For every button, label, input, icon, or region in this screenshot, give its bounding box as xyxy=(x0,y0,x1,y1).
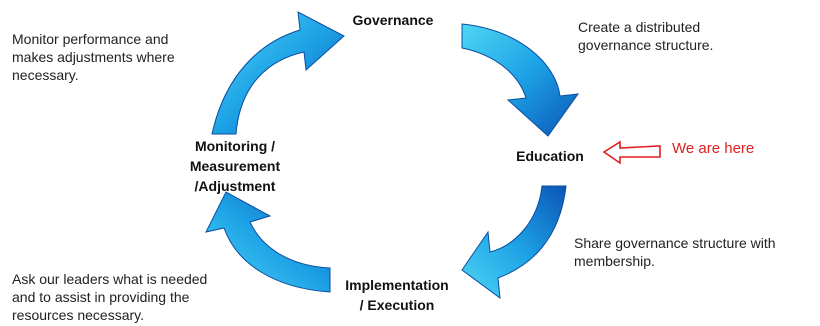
arrow-monitoring-to-governance xyxy=(211,11,345,135)
arrow-education-to-implementation xyxy=(461,185,567,300)
we-are-here-arrow-icon xyxy=(602,140,661,165)
implementation-note: Ask our leaders what is needed and to as… xyxy=(12,271,208,323)
stage-implementation-label: Implementation / Execution xyxy=(322,275,472,315)
governance-note: Create a distributed governance structur… xyxy=(578,19,714,53)
stage-governance-label: Governance xyxy=(352,12,434,28)
we-are-here-label: We are here xyxy=(672,140,755,157)
monitoring-note: Monitor performance and makes adjustment… xyxy=(12,31,175,83)
stage-monitoring-line: Monitoring / xyxy=(194,138,276,154)
arrow-implementation-to-monitoring xyxy=(205,191,331,293)
stage-education-label: Education xyxy=(516,148,584,164)
arrow-governance-to-education xyxy=(461,23,580,137)
stage-monitoring-line: /Adjustment xyxy=(194,178,276,194)
stage-implementation-line: / Execution xyxy=(359,297,435,313)
stage-monitoring-line: Measurement xyxy=(189,158,281,174)
education-note: Share governance structure with membersh… xyxy=(574,235,776,269)
stage-monitoring-label: Monitoring / Measurement /Adjustment xyxy=(160,136,310,196)
stage-implementation-line: Implementation xyxy=(345,277,449,293)
